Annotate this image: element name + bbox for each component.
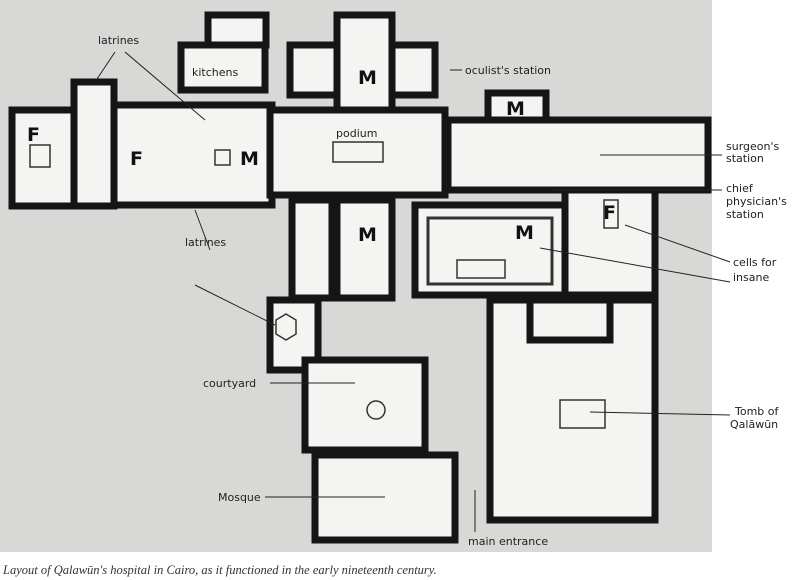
mark-female: F	[130, 148, 143, 170]
label-surgeon-line2: station	[726, 152, 764, 165]
podium-hall	[266, 106, 449, 199]
label-podium: podium	[336, 127, 377, 140]
mark-male: M	[506, 98, 525, 120]
mark-male: M	[358, 67, 377, 89]
leader-lines	[94, 51, 731, 532]
north-male-ward	[333, 11, 396, 117]
label-courtyard: courtyard	[203, 377, 256, 390]
label-chief-line3: station	[726, 208, 764, 221]
label-kitchens: kitchens	[192, 66, 238, 79]
label-oculist: oculist's station	[465, 64, 551, 77]
figure-caption: Layout of Qalawūn's hospital in Cairo, a…	[3, 563, 437, 577]
mark-female: F	[27, 124, 40, 146]
east-male-ward	[411, 201, 569, 299]
mark-male: M	[240, 148, 259, 170]
kitchens-room	[177, 41, 269, 94]
label-tomb-line2: Qalāwūn	[730, 418, 778, 431]
west-female-ward	[8, 106, 78, 210]
south-male-ward	[333, 196, 396, 302]
label-tomb: Tomb of	[734, 405, 780, 418]
label-main-entrance: main entrance	[468, 535, 548, 548]
label-chief-physician: chief	[726, 182, 754, 195]
courtyard-area	[301, 356, 429, 454]
label-mosque: Mosque	[218, 491, 261, 504]
mark-male: M	[358, 224, 377, 246]
mark-male: M	[515, 222, 534, 244]
label-cells-line2: insane	[733, 271, 769, 284]
hospital-floor-plan: latrines kitchens oculist's station podi…	[0, 0, 787, 552]
label-latrines-mid: latrines	[185, 236, 226, 249]
mark-female: F	[603, 202, 616, 224]
insane-cells	[561, 186, 659, 299]
ward-marks: M M M M M F F F	[27, 67, 616, 246]
label-latrines-top: latrines	[98, 34, 139, 47]
female-male-ward-block	[110, 101, 276, 209]
label-surgeon: surgeon's	[726, 140, 780, 153]
label-chief-line2: physician's	[726, 195, 787, 208]
walls	[8, 11, 712, 544]
plan-labels: latrines kitchens oculist's station podi…	[98, 34, 787, 548]
label-cells: cells for	[733, 256, 777, 269]
